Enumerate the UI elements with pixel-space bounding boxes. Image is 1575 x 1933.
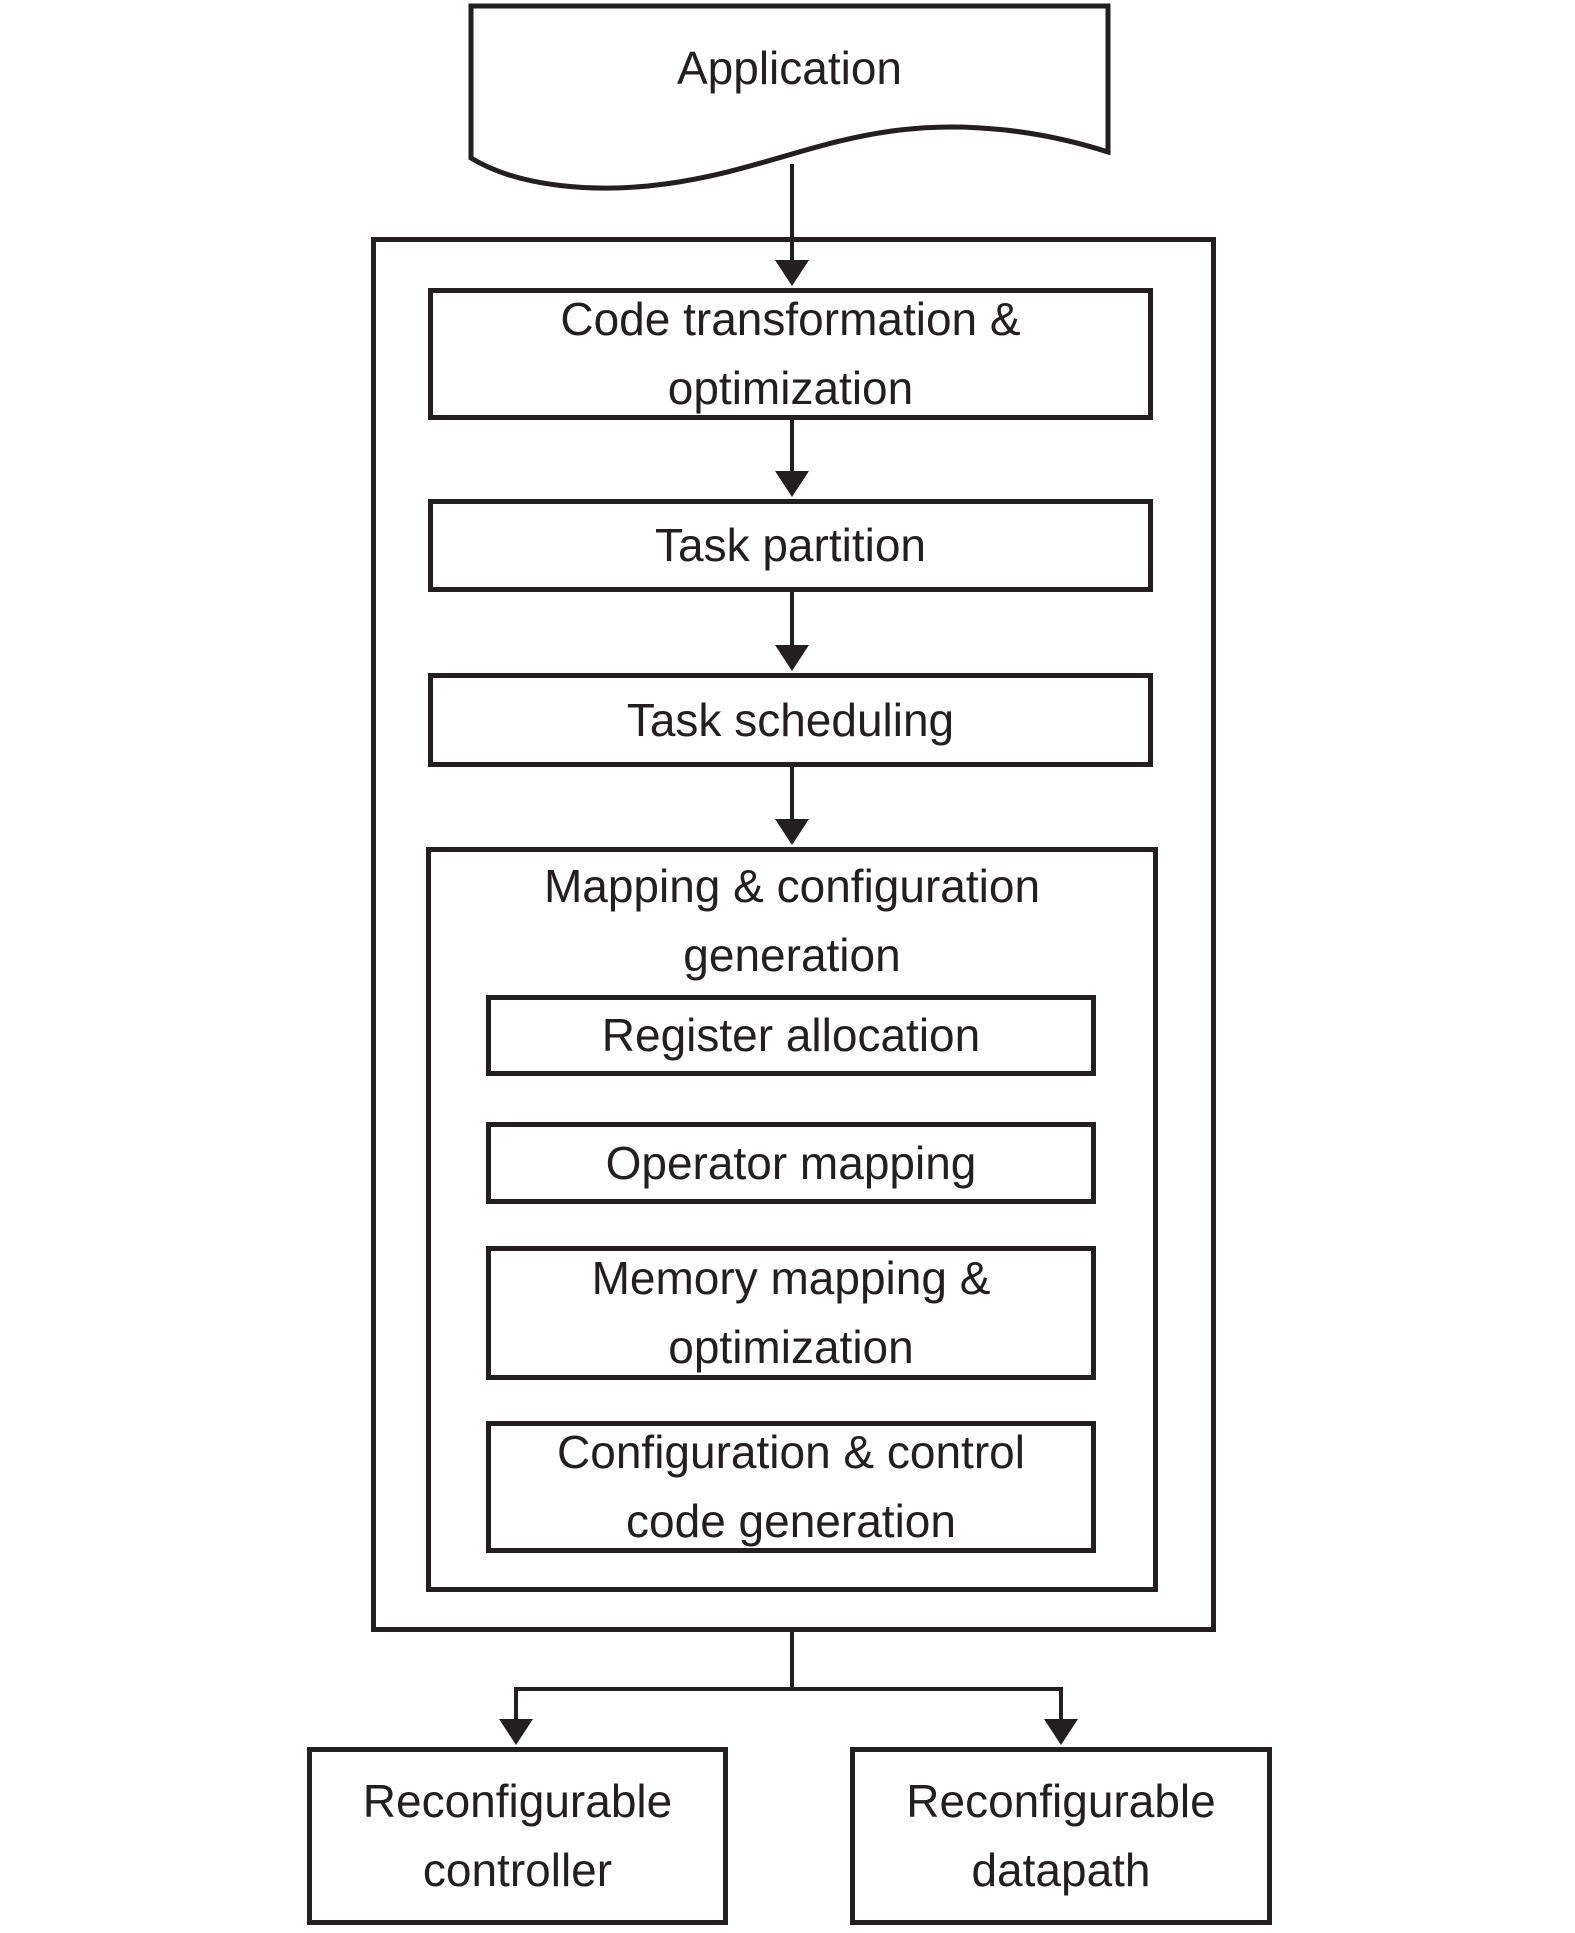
node-mapping-generation-heading: Mapping & configuration generation bbox=[426, 852, 1158, 990]
arrowhead-scheduling-to-mapping bbox=[775, 819, 809, 845]
application-document-shape bbox=[468, 3, 1111, 191]
node-task-partition-label: Task partition bbox=[654, 519, 926, 571]
node-reconfigurable-datapath: Reconfigurable datapath bbox=[850, 1747, 1272, 1925]
node-reconfigurable-controller-label: Reconfigurable controller bbox=[362, 1775, 673, 1896]
node-configuration-codegen: Configuration & control code generation bbox=[486, 1421, 1096, 1553]
node-operator-mapping-label: Operator mapping bbox=[605, 1136, 977, 1189]
arrowhead-partition-to-scheduling bbox=[775, 645, 809, 671]
node-task-partition: Task partition bbox=[428, 499, 1153, 592]
node-application: Application bbox=[471, 36, 1108, 100]
node-configuration-codegen-label: Configuration & control code generation bbox=[557, 1426, 1025, 1547]
arrowhead-branch-to-datapath bbox=[1044, 1719, 1078, 1745]
node-reconfigurable-datapath-label: Reconfigurable datapath bbox=[906, 1775, 1216, 1896]
node-task-scheduling: Task scheduling bbox=[428, 673, 1153, 767]
node-code-transformation: Code transformation & optimization bbox=[428, 288, 1153, 420]
node-task-scheduling-label: Task scheduling bbox=[626, 693, 955, 746]
arrowhead-app-to-code bbox=[775, 260, 809, 286]
node-code-transformation-label: Code transformation & optimization bbox=[560, 293, 1021, 414]
pipeline-container bbox=[371, 237, 1216, 1632]
arrowhead-code-to-partition bbox=[775, 471, 809, 497]
node-register-allocation: Register allocation bbox=[486, 995, 1096, 1076]
node-operator-mapping: Operator mapping bbox=[486, 1122, 1096, 1204]
node-memory-mapping-label: Memory mapping & optimization bbox=[591, 1252, 991, 1373]
node-application-label: Application bbox=[676, 41, 903, 94]
arrowhead-branch-to-controller bbox=[499, 1719, 533, 1745]
node-memory-mapping: Memory mapping & optimization bbox=[486, 1246, 1096, 1380]
node-mapping-generation-label: Mapping & configuration generation bbox=[543, 860, 1041, 981]
node-register-allocation-label: Register allocation bbox=[601, 1009, 981, 1061]
node-reconfigurable-controller: Reconfigurable controller bbox=[307, 1747, 728, 1925]
node-mapping-generation bbox=[426, 847, 1158, 1592]
